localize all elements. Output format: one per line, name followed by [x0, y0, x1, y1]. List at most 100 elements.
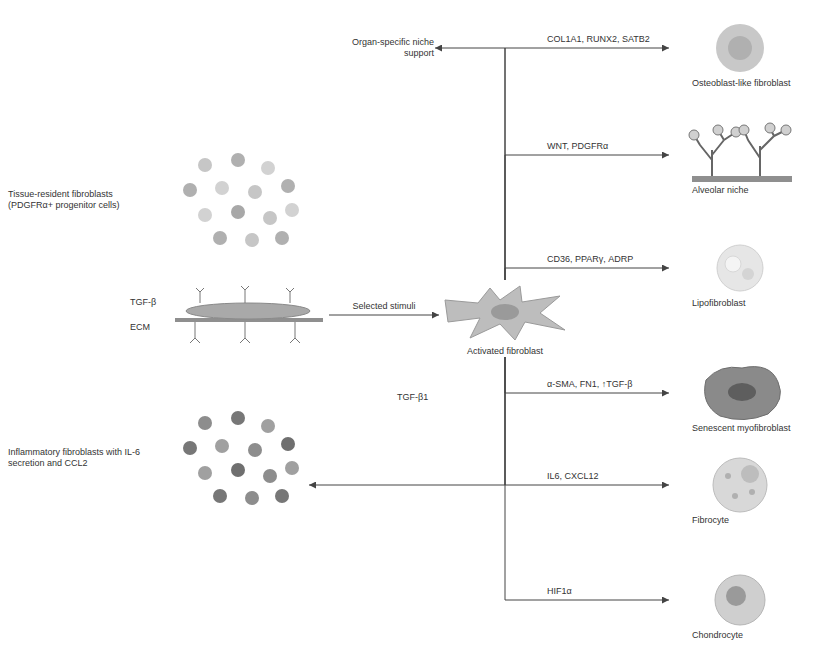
granule [725, 473, 731, 479]
granule [749, 489, 755, 495]
cell-cluster: Inflammatory fibroblasts with IL-6 secre… [8, 410, 308, 505]
osteoblast-cell [716, 24, 764, 72]
cell-body [716, 24, 764, 72]
cell-nucleus [728, 383, 756, 401]
inflammatory-cell-cluster [183, 411, 299, 505]
node-text: Lipofibroblast [692, 298, 830, 309]
node-text: Tissue-resident fibroblasts (PDGFRα+ pro… [8, 189, 148, 211]
alveolus [739, 125, 749, 135]
cell-dot [261, 161, 275, 175]
resident-cell-cluster [183, 153, 299, 247]
cell-type: Chondrocyte [670, 570, 830, 641]
edge-label: CD36, PPARγ, ADRP [545, 254, 635, 265]
cell-dot [245, 233, 259, 247]
marker-label: TGF-β1 [395, 392, 430, 403]
cell-dot [198, 158, 212, 172]
spread-cell [186, 303, 310, 319]
cell-nucleus [491, 304, 519, 320]
node-text: Alveolar niche [692, 185, 830, 196]
fibrocyte-cell [713, 458, 767, 512]
alveolar-tree [689, 123, 792, 182]
cell-type: Osteoblast-like fibroblast [670, 18, 830, 89]
cell-nucleus [742, 268, 754, 280]
cell-dot [198, 416, 212, 430]
alveolus [689, 130, 699, 140]
chondrocyte-cell [715, 575, 765, 625]
node-text: ECM [130, 322, 168, 333]
cell-dot [263, 211, 277, 225]
cell-body [705, 367, 781, 420]
integrin-symbol [190, 322, 300, 343]
alveolus [765, 123, 775, 133]
cell-dot [248, 185, 262, 199]
cell-dot [248, 443, 262, 457]
edge-label: HIF1α [545, 586, 574, 597]
cell-dot [231, 153, 245, 167]
cell-dot [183, 183, 197, 197]
connector-arrow [309, 357, 505, 485]
niche-bar [692, 176, 792, 182]
cell-nucleus [741, 465, 759, 483]
cell-dot [281, 179, 295, 193]
cell-dot [261, 419, 275, 433]
edge-label: IL6, CXCL12 [545, 471, 601, 482]
lipid-droplet [725, 256, 741, 272]
edge-label: α-SMA, FN1, ↑TGF-β [545, 379, 634, 390]
node-text: Fibrocyte [692, 515, 830, 526]
cell-dot [231, 463, 245, 477]
cell-dot [215, 439, 229, 453]
edge-label: Selected stimuli [350, 301, 417, 312]
branch-lines [694, 128, 786, 176]
activated-fibroblast-cell [445, 286, 565, 340]
central-cell: Activated fibroblast [440, 280, 570, 357]
node-text: Senescent myofibroblast [692, 423, 830, 434]
cell-dot [213, 231, 227, 245]
connector-arrow [329, 315, 439, 316]
cell-dot [285, 203, 299, 217]
matrix-cell: TGF-βECM [130, 283, 328, 347]
node-text: Osteoblast-like fibroblast [692, 78, 830, 89]
alveolus [713, 125, 723, 135]
edge-label: COL1A1, RUNX2, SATB2 [545, 34, 652, 45]
alveolus [781, 125, 791, 135]
cell-on-matrix [175, 286, 323, 343]
cell-dot [198, 466, 212, 480]
connector-arrow [505, 357, 669, 600]
cell-dot [263, 469, 277, 483]
receptor-symbol [196, 286, 294, 303]
cell-type: Senescent myofibroblast [670, 363, 830, 434]
cell-cluster: Tissue-resident fibroblasts (PDGFRα+ pro… [8, 152, 308, 247]
cell-type: Fibrocyte [670, 455, 830, 526]
cell-dot [275, 231, 289, 245]
cell-dot [285, 461, 299, 475]
myofibroblast-cell [705, 367, 781, 420]
lipofibroblast-cell [717, 245, 763, 291]
cell-nucleus [728, 36, 752, 60]
cell-dot [281, 437, 295, 451]
node-text: Inflammatory fibroblasts with IL-6 secre… [8, 447, 148, 469]
cell-type: Alveolar niche [670, 125, 830, 196]
connector-arrow [505, 357, 669, 485]
node-text: Organ-specific niche support [322, 37, 434, 59]
connector-arrow [505, 155, 669, 280]
cell-body [715, 575, 765, 625]
connector-arrow [505, 268, 669, 280]
cell-dot [215, 181, 229, 195]
node-text: TGF-β [130, 297, 168, 308]
node-text: Activated fibroblast [440, 346, 570, 357]
cell-dot [183, 441, 197, 455]
connector-arrow [505, 48, 669, 280]
node-text: Chondrocyte [692, 630, 830, 641]
granule [732, 493, 738, 499]
connector-arrow [435, 48, 505, 280]
cell-nucleus [726, 586, 746, 606]
connector-arrow [505, 357, 669, 393]
cell-body [445, 286, 565, 340]
outcome-text: Organ-specific niche support [322, 37, 434, 59]
cell-dot [245, 491, 259, 505]
cell-dot [213, 489, 227, 503]
edge-label: WNT, PDGFRα [545, 141, 610, 152]
